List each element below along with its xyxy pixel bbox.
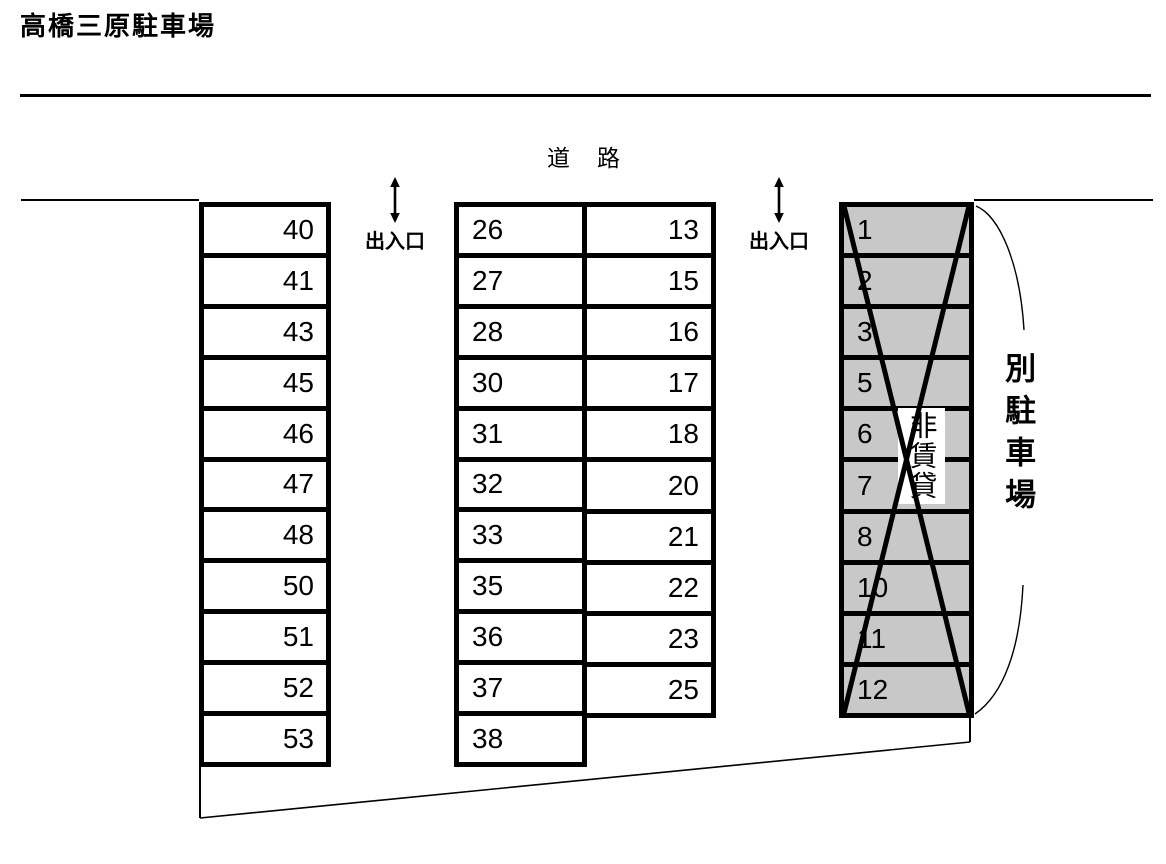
- parking-space: 8: [844, 508, 969, 560]
- not-for-rent-box: 非賃貸: [898, 408, 945, 504]
- entrance-left: 出入口: [360, 177, 430, 254]
- not-for-rent-label: 非賃貸: [906, 411, 938, 501]
- parking-space: 52: [204, 660, 326, 711]
- parking-space: 28: [459, 303, 582, 355]
- parking-space: 3: [844, 304, 969, 355]
- parking-space: 43: [204, 303, 326, 355]
- parking-space: 27: [459, 252, 582, 304]
- parking-space: 15: [587, 253, 711, 304]
- parking-space: 51: [204, 609, 326, 660]
- road-boundary-line-right: [974, 199, 1153, 201]
- parking-space: 38: [459, 711, 582, 762]
- entrance-label: 出入口: [749, 231, 809, 253]
- road-label: 道 路: [547, 145, 622, 171]
- parking-space: 16: [587, 304, 711, 355]
- parking-space: 2: [844, 253, 969, 304]
- parking-space: 50: [204, 558, 326, 609]
- parking-space: 12: [844, 661, 969, 713]
- entrance-right: 出入口: [744, 177, 814, 254]
- parking-space: 20: [587, 457, 711, 508]
- entrance-arrow-icon: [390, 177, 400, 223]
- parking-space: 5: [844, 355, 969, 406]
- entrance-label: 出入口: [365, 231, 425, 253]
- separate-lot-label: 別駐車場: [1000, 352, 1036, 520]
- parking-space: 10: [844, 559, 969, 611]
- parking-space: 11: [844, 610, 969, 662]
- parking-space: 31: [459, 405, 582, 457]
- parking-space: 13: [667, 214, 699, 246]
- entrance-arrow-icon: [774, 177, 784, 223]
- parking-space: 46: [204, 405, 326, 457]
- parking-space: 40: [282, 213, 314, 245]
- parking-space: 1: [857, 214, 873, 246]
- parking-space: 45: [204, 354, 326, 406]
- parking-space: 26: [472, 213, 504, 245]
- page-title: 高橋三原駐車場: [20, 11, 217, 41]
- parking-space: 47: [204, 456, 326, 508]
- road-boundary-line-left: [21, 199, 199, 201]
- parking-space: 25: [587, 661, 711, 713]
- parking-space: 33: [459, 507, 582, 558]
- title-divider: [20, 94, 1151, 97]
- parking-space: 32: [459, 456, 582, 508]
- bracket-curve-top: [975, 205, 1025, 331]
- parking-space: 36: [459, 609, 582, 660]
- parking-space: 30: [459, 354, 582, 406]
- parking-space: 35: [459, 558, 582, 609]
- parking-space: 18: [587, 406, 711, 457]
- parking-space: 41: [204, 252, 326, 304]
- parking-space: 22: [587, 559, 711, 611]
- parking-space: 23: [587, 610, 711, 662]
- bracket-curve-bottom: [974, 584, 1024, 715]
- parking-space: 17: [587, 355, 711, 406]
- parking-space: 53: [204, 711, 326, 762]
- parking-space: 21: [587, 508, 711, 560]
- parking-space: 37: [459, 660, 582, 711]
- parking-space: 48: [204, 507, 326, 558]
